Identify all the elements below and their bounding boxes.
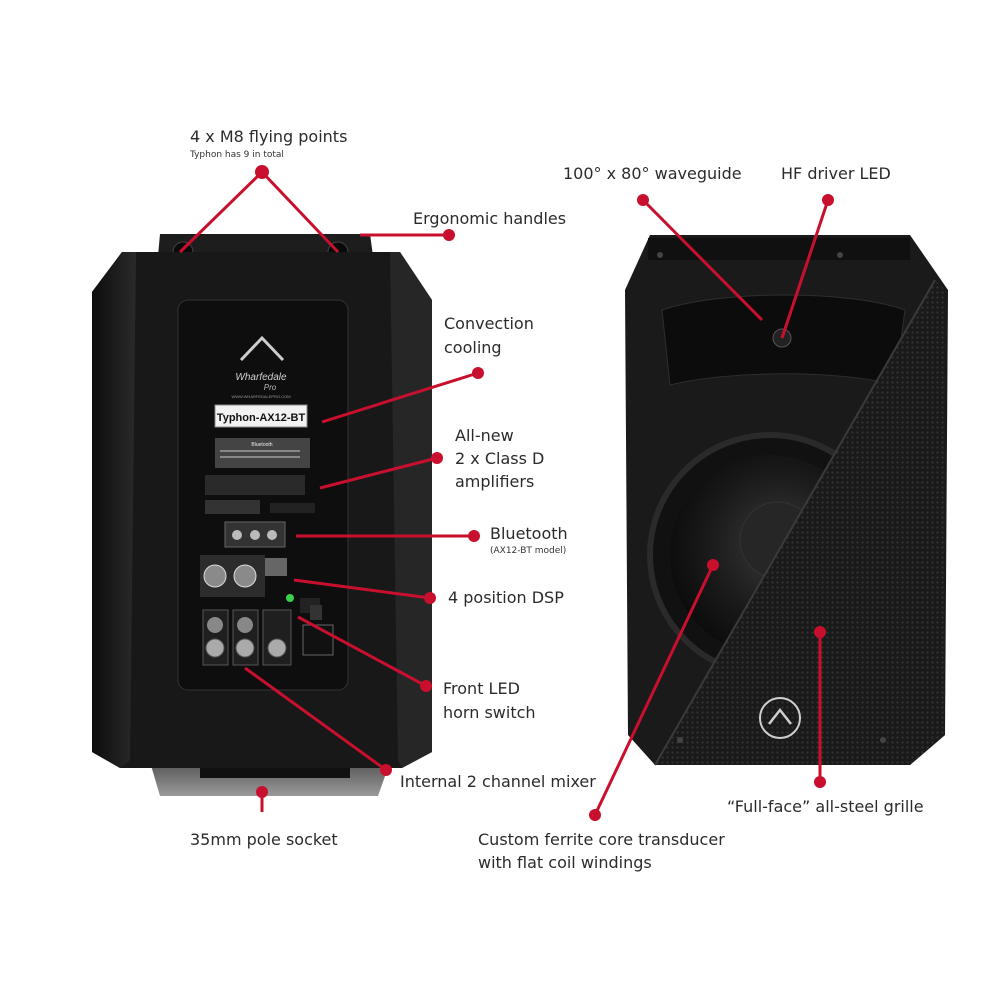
model-badge: [214, 404, 308, 428]
label-amps-2: 2 x Class D: [455, 449, 545, 468]
wharfedale-logo-icon: [239, 335, 285, 362]
label-bluetooth: Bluetooth: [490, 524, 568, 543]
label-ergonomic-handles: Ergonomic handles: [413, 209, 567, 228]
model-label: Typhon-AX12-BT: [217, 412, 306, 424]
label-convection-2: cooling: [444, 338, 502, 357]
steel-grille: [655, 280, 945, 765]
label-amps-1: All-new: [455, 426, 514, 445]
label-hf-driver-led: HF driver LED: [781, 164, 891, 183]
volume-knob-2: [233, 564, 257, 588]
label-led-2: horn switch: [443, 703, 536, 722]
label-bluetooth-note: (AX12-BT model): [490, 546, 567, 556]
panel-logo-subtext: Pro: [264, 383, 277, 392]
label-amps-3: amplifiers: [455, 472, 535, 491]
label-led-1: Front LED: [443, 679, 520, 698]
panel-bluetooth-header: Bluetooth: [251, 442, 272, 448]
label-flying-points: 4 x M8 flying points: [190, 127, 348, 146]
label-flying-points-note: Typhon has 9 in total: [190, 150, 284, 160]
front-speaker: [625, 235, 948, 766]
rear-speaker: [92, 234, 432, 796]
label-transducer-2: with flat coil windings: [478, 853, 652, 872]
label-mixer: Internal 2 channel mixer: [400, 772, 596, 791]
power-inlet: [302, 624, 334, 656]
label-transducer-1: Custom ferrite core transducer: [478, 830, 725, 849]
callout-dots: [255, 165, 834, 821]
label-waveguide: 100° x 80° waveguide: [563, 164, 742, 183]
panel-website: WWW.WHARFEDALEPRO.COM: [231, 394, 290, 399]
front-logo-icon: [759, 697, 801, 739]
label-dsp: 4 position DSP: [448, 588, 564, 607]
label-grille: “Full-face” all-steel grille: [727, 797, 924, 816]
panel-logo-text: Wharfedale: [235, 372, 287, 383]
callout-lines: [178, 170, 830, 816]
label-pole-socket: 35mm pole socket: [190, 830, 338, 849]
volume-knob-1: [203, 564, 227, 588]
bluetooth-plate: [215, 438, 310, 468]
label-convection-1: Convection: [444, 314, 534, 333]
